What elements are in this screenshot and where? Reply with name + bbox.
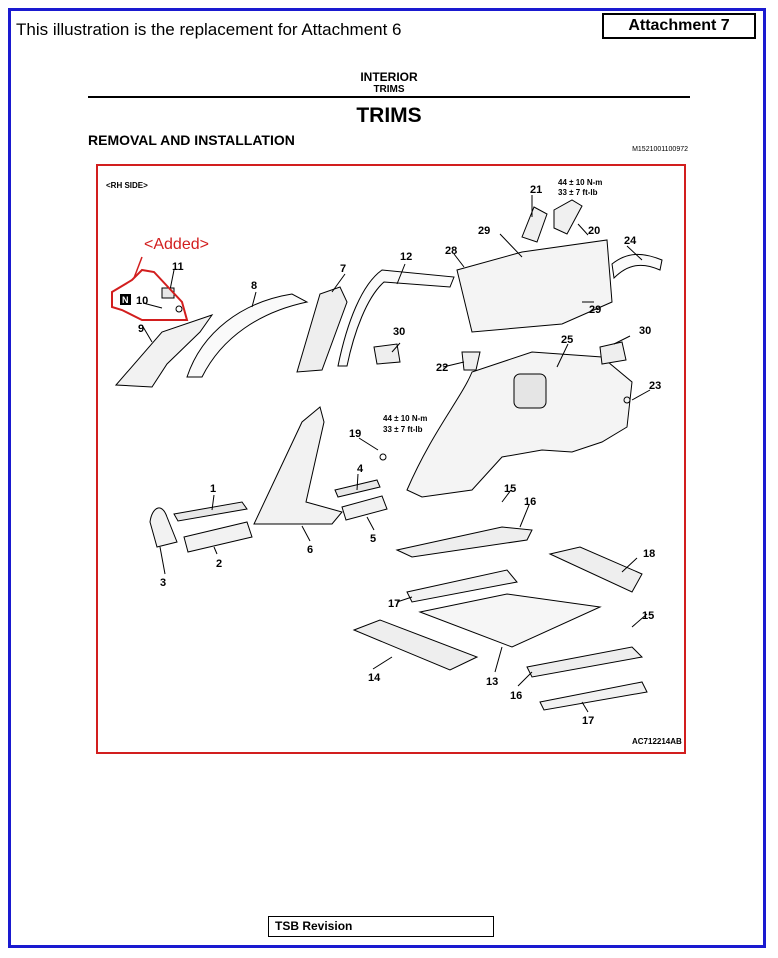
torque-a-line1: 44 ± 10 N-m: [558, 178, 602, 187]
part-22-shape: [461, 351, 481, 371]
figure-id: AC712214AB: [632, 737, 682, 746]
callout-24: 24: [624, 235, 637, 247]
callout-20: 20: [588, 225, 600, 237]
callout-21: 21: [530, 184, 542, 196]
part-23-bolt: [623, 396, 631, 404]
callout-22: 22: [436, 362, 448, 374]
part-2-shape: [183, 521, 253, 553]
torque-b-line2: 33 ± 7 ft-lb: [383, 425, 423, 434]
header-line2: TRIMS: [373, 84, 405, 95]
part-3-shape: [149, 507, 178, 548]
part-20-shape: [553, 199, 583, 235]
callout-2: 2: [216, 558, 222, 570]
callout-18: 18: [643, 548, 655, 560]
callout-6: 6: [307, 544, 313, 556]
parts-diagram-svg: <Added> N <RH SIDE> 44 ± 10 N-m 33 ± 7 f…: [106, 178, 682, 746]
part-14-shape: [352, 619, 479, 671]
page-title: TRIMS: [356, 104, 422, 127]
callout-9: 9: [138, 323, 144, 335]
callout-15b: 15: [642, 610, 654, 622]
part-10-bolt: [175, 305, 183, 313]
callout-30b: 30: [639, 325, 651, 337]
part-28-shape: [456, 239, 613, 333]
part-30-right-shape: [599, 341, 627, 365]
part-1-shape: [173, 501, 248, 522]
side-label: <RH SIDE>: [106, 181, 148, 190]
added-label: <Added>: [144, 236, 209, 253]
callout-1: 1: [210, 483, 216, 495]
nut-symbol-box: [120, 294, 131, 305]
part-13-shape: [418, 593, 602, 648]
callout-28: 28: [445, 245, 457, 257]
callout-25: 25: [561, 334, 573, 346]
part-19-bolt: [379, 453, 387, 461]
callout-17a: 17: [388, 598, 400, 610]
callout-29a: 29: [478, 225, 490, 237]
parts-diagram: <Added> N <RH SIDE> 44 ± 10 N-m 33 ± 7 f…: [96, 164, 686, 754]
callout-15a: 15: [504, 483, 516, 495]
callout-14: 14: [368, 672, 381, 684]
part-6-shape: [253, 406, 343, 525]
part-7-shape: [296, 286, 348, 373]
callout-16b: 16: [510, 690, 522, 702]
part-8-shape: [186, 293, 309, 378]
part-17-upper-shape: [406, 569, 518, 603]
part-11-shape: [161, 287, 175, 299]
nut-symbol: N: [122, 295, 129, 305]
speaker-grille: [513, 373, 547, 409]
callout-12: 12: [400, 251, 412, 263]
header-rule: [88, 96, 690, 98]
callout-13: 13: [486, 676, 498, 688]
drawing-code: M1521001100972: [632, 146, 688, 153]
part-16-upper-shape: [395, 526, 533, 558]
torque-a-line2: 33 ± 7 ft-lb: [558, 188, 598, 197]
part-12-shape: [337, 269, 455, 367]
part-21-shape: [521, 206, 548, 243]
callout-7: 7: [340, 263, 346, 275]
part-9-shape: [114, 314, 214, 388]
callout-3: 3: [160, 577, 166, 589]
part-30-left-shape: [373, 343, 401, 365]
part-24-shape: [611, 254, 663, 280]
callout-29b: 29: [589, 304, 601, 316]
torque-b-line1: 44 ± 10 N-m: [383, 414, 427, 423]
callout-10: 10: [136, 295, 148, 307]
callout-8: 8: [251, 280, 257, 292]
part-17-lower-shape: [539, 681, 648, 711]
callout-5: 5: [370, 533, 376, 545]
part-18-shape: [548, 546, 643, 593]
added-highlight-outline: [111, 268, 189, 321]
callout-23: 23: [649, 380, 661, 392]
callout-17b: 17: [582, 715, 594, 727]
callout-19: 19: [349, 428, 361, 440]
attachment-label: Attachment 7: [602, 13, 756, 39]
callout-4: 4: [357, 463, 364, 475]
replacement-notice: This illustration is the replacement for…: [16, 20, 402, 39]
part-16-lower-shape: [526, 646, 644, 678]
callout-11: 11: [172, 261, 184, 273]
part-5-shape: [341, 495, 388, 521]
callout-16a: 16: [524, 496, 536, 508]
header-line1: INTERIOR: [360, 70, 418, 84]
callout-30a: 30: [393, 326, 405, 338]
part-25-shape: [406, 351, 633, 498]
tsb-revision-label: TSB Revision: [268, 916, 494, 937]
page-frame: [8, 8, 766, 948]
section-title: REMOVAL AND INSTALLATION: [88, 132, 295, 148]
